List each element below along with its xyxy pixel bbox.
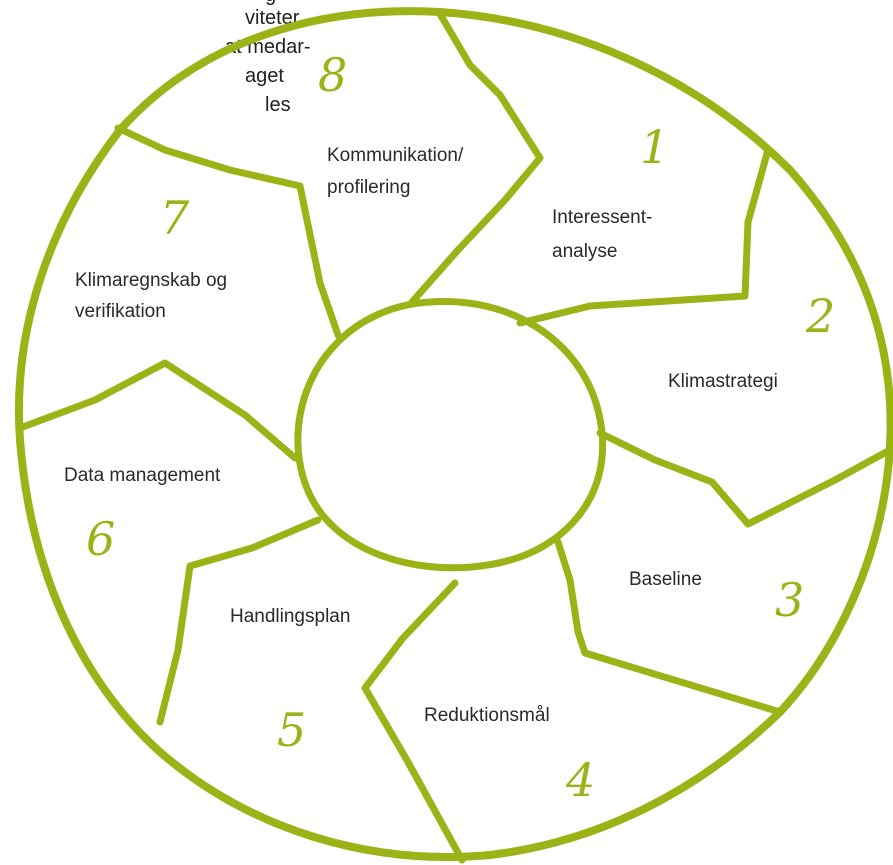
segment-label-3: Baseline: [629, 569, 702, 590]
divider-7-8: [114, 124, 342, 339]
segment-number-4: 4: [565, 753, 595, 807]
segment-label-6: Data management: [64, 465, 221, 486]
outer-ring: [14, 7, 893, 861]
segment-number-2: 2: [805, 289, 835, 343]
segment-number-7: 7: [160, 191, 190, 245]
segment-label-1-line-1: Interessent-: [552, 207, 652, 228]
inner-circle: [294, 297, 607, 572]
segment-label-1: Interessent- analyse: [552, 207, 658, 262]
segment-label-7: Klimaregnskab og verifikation: [75, 270, 232, 322]
segment-number-1: 1: [640, 120, 669, 174]
segment-label-8-line-1: Kommunikation/: [327, 145, 464, 166]
intro-line: g: [265, 0, 276, 10]
segment-number-8: 8: [318, 48, 347, 102]
segment-label-2: Klimastrategi: [668, 371, 778, 392]
divider-8-1: [408, 10, 544, 306]
divider-4-5: [361, 579, 466, 864]
intro-line: aget: [245, 65, 284, 87]
divider-3-4: [554, 538, 784, 716]
segment-label-7-line-1: Klimaregnskab og: [75, 270, 227, 291]
divider-2-3: [596, 429, 893, 528]
divider-5-6: [156, 516, 322, 726]
intro-line: les: [265, 94, 291, 116]
divider-1-2: [516, 146, 772, 327]
segment-label-4: Reduktionsmål: [424, 705, 550, 726]
segment-number-5: 5: [277, 703, 306, 757]
segment-number-3: 3: [775, 573, 804, 627]
segment-label-5: Handlingsplan: [230, 606, 350, 627]
segment-label-1-line-2: analyse: [552, 241, 618, 262]
segment-label-7-line-2: verifikation: [75, 301, 166, 322]
segment-number-6: 6: [86, 512, 115, 566]
segment-label-8-line-2: profilering: [327, 177, 410, 198]
divider-6-7: [16, 359, 299, 462]
segment-label-8: Kommunikation/ profilering: [327, 145, 469, 198]
